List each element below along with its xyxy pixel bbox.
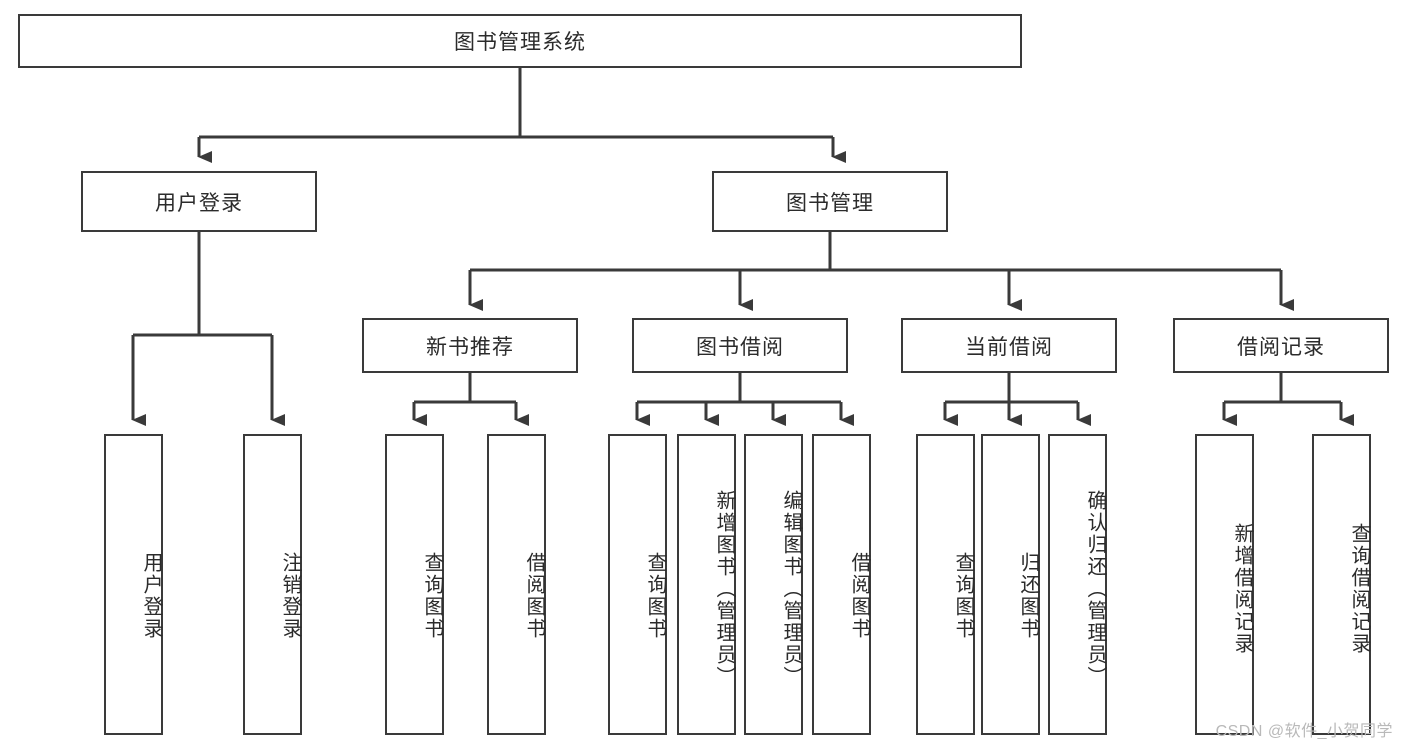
- node-label: 查询借阅记录: [1348, 522, 1370, 655]
- node-borrow-record[interactable]: 借阅记录: [1173, 318, 1389, 373]
- node-leaf-confirm-return[interactable]: 确认归还（管理员）: [1048, 434, 1107, 735]
- node-label: 用户登录: [140, 551, 162, 640]
- node-label: 编辑图书（管理员）: [780, 489, 802, 688]
- node-book-borrow[interactable]: 图书借阅: [632, 318, 848, 373]
- node-leaf-query-book-3[interactable]: 查询图书: [916, 434, 975, 735]
- node-label: 归还图书: [1017, 551, 1039, 640]
- node-label: 新书推荐: [426, 335, 514, 359]
- node-label: 借阅记录: [1237, 335, 1325, 359]
- node-label: 新增图书（管理员）: [713, 489, 735, 688]
- node-leaf-query-book-2[interactable]: 查询图书: [608, 434, 667, 735]
- node-label: 查询图书: [644, 551, 666, 640]
- node-label: 借阅图书: [523, 551, 545, 640]
- node-user-login[interactable]: 用户登录: [81, 171, 317, 232]
- node-leaf-borrow-book-2[interactable]: 借阅图书: [812, 434, 871, 735]
- node-leaf-borrow-book-1[interactable]: 借阅图书: [487, 434, 546, 735]
- node-current-borrow[interactable]: 当前借阅: [901, 318, 1117, 373]
- node-label: 查询图书: [421, 551, 443, 640]
- node-leaf-user-logout[interactable]: 注销登录: [243, 434, 302, 735]
- node-label: 图书管理系统: [454, 31, 586, 54]
- node-label: 新增借阅记录: [1231, 522, 1253, 655]
- node-book-manage[interactable]: 图书管理: [712, 171, 948, 232]
- node-label: 图书借阅: [696, 335, 784, 359]
- node-label: 用户登录: [155, 191, 243, 215]
- node-label: 注销登录: [279, 551, 301, 640]
- node-leaf-query-record[interactable]: 查询借阅记录: [1312, 434, 1371, 735]
- node-root-system[interactable]: 图书管理系统: [18, 14, 1022, 68]
- node-leaf-query-book-1[interactable]: 查询图书: [385, 434, 444, 735]
- node-label: 图书管理: [786, 191, 874, 215]
- node-leaf-add-record[interactable]: 新增借阅记录: [1195, 434, 1254, 735]
- csdn-watermark: CSDN @软件_小贺同学: [1215, 723, 1393, 740]
- node-leaf-return-book[interactable]: 归还图书: [981, 434, 1040, 735]
- node-label: 查询图书: [952, 551, 974, 640]
- node-label: 确认归还（管理员）: [1084, 489, 1106, 688]
- node-new-book-recommend[interactable]: 新书推荐: [362, 318, 578, 373]
- node-leaf-user-login[interactable]: 用户登录: [104, 434, 163, 735]
- node-label: 借阅图书: [848, 551, 870, 640]
- node-leaf-add-book[interactable]: 新增图书（管理员）: [677, 434, 736, 735]
- node-label: 当前借阅: [965, 335, 1053, 359]
- node-leaf-edit-book[interactable]: 编辑图书（管理员）: [744, 434, 803, 735]
